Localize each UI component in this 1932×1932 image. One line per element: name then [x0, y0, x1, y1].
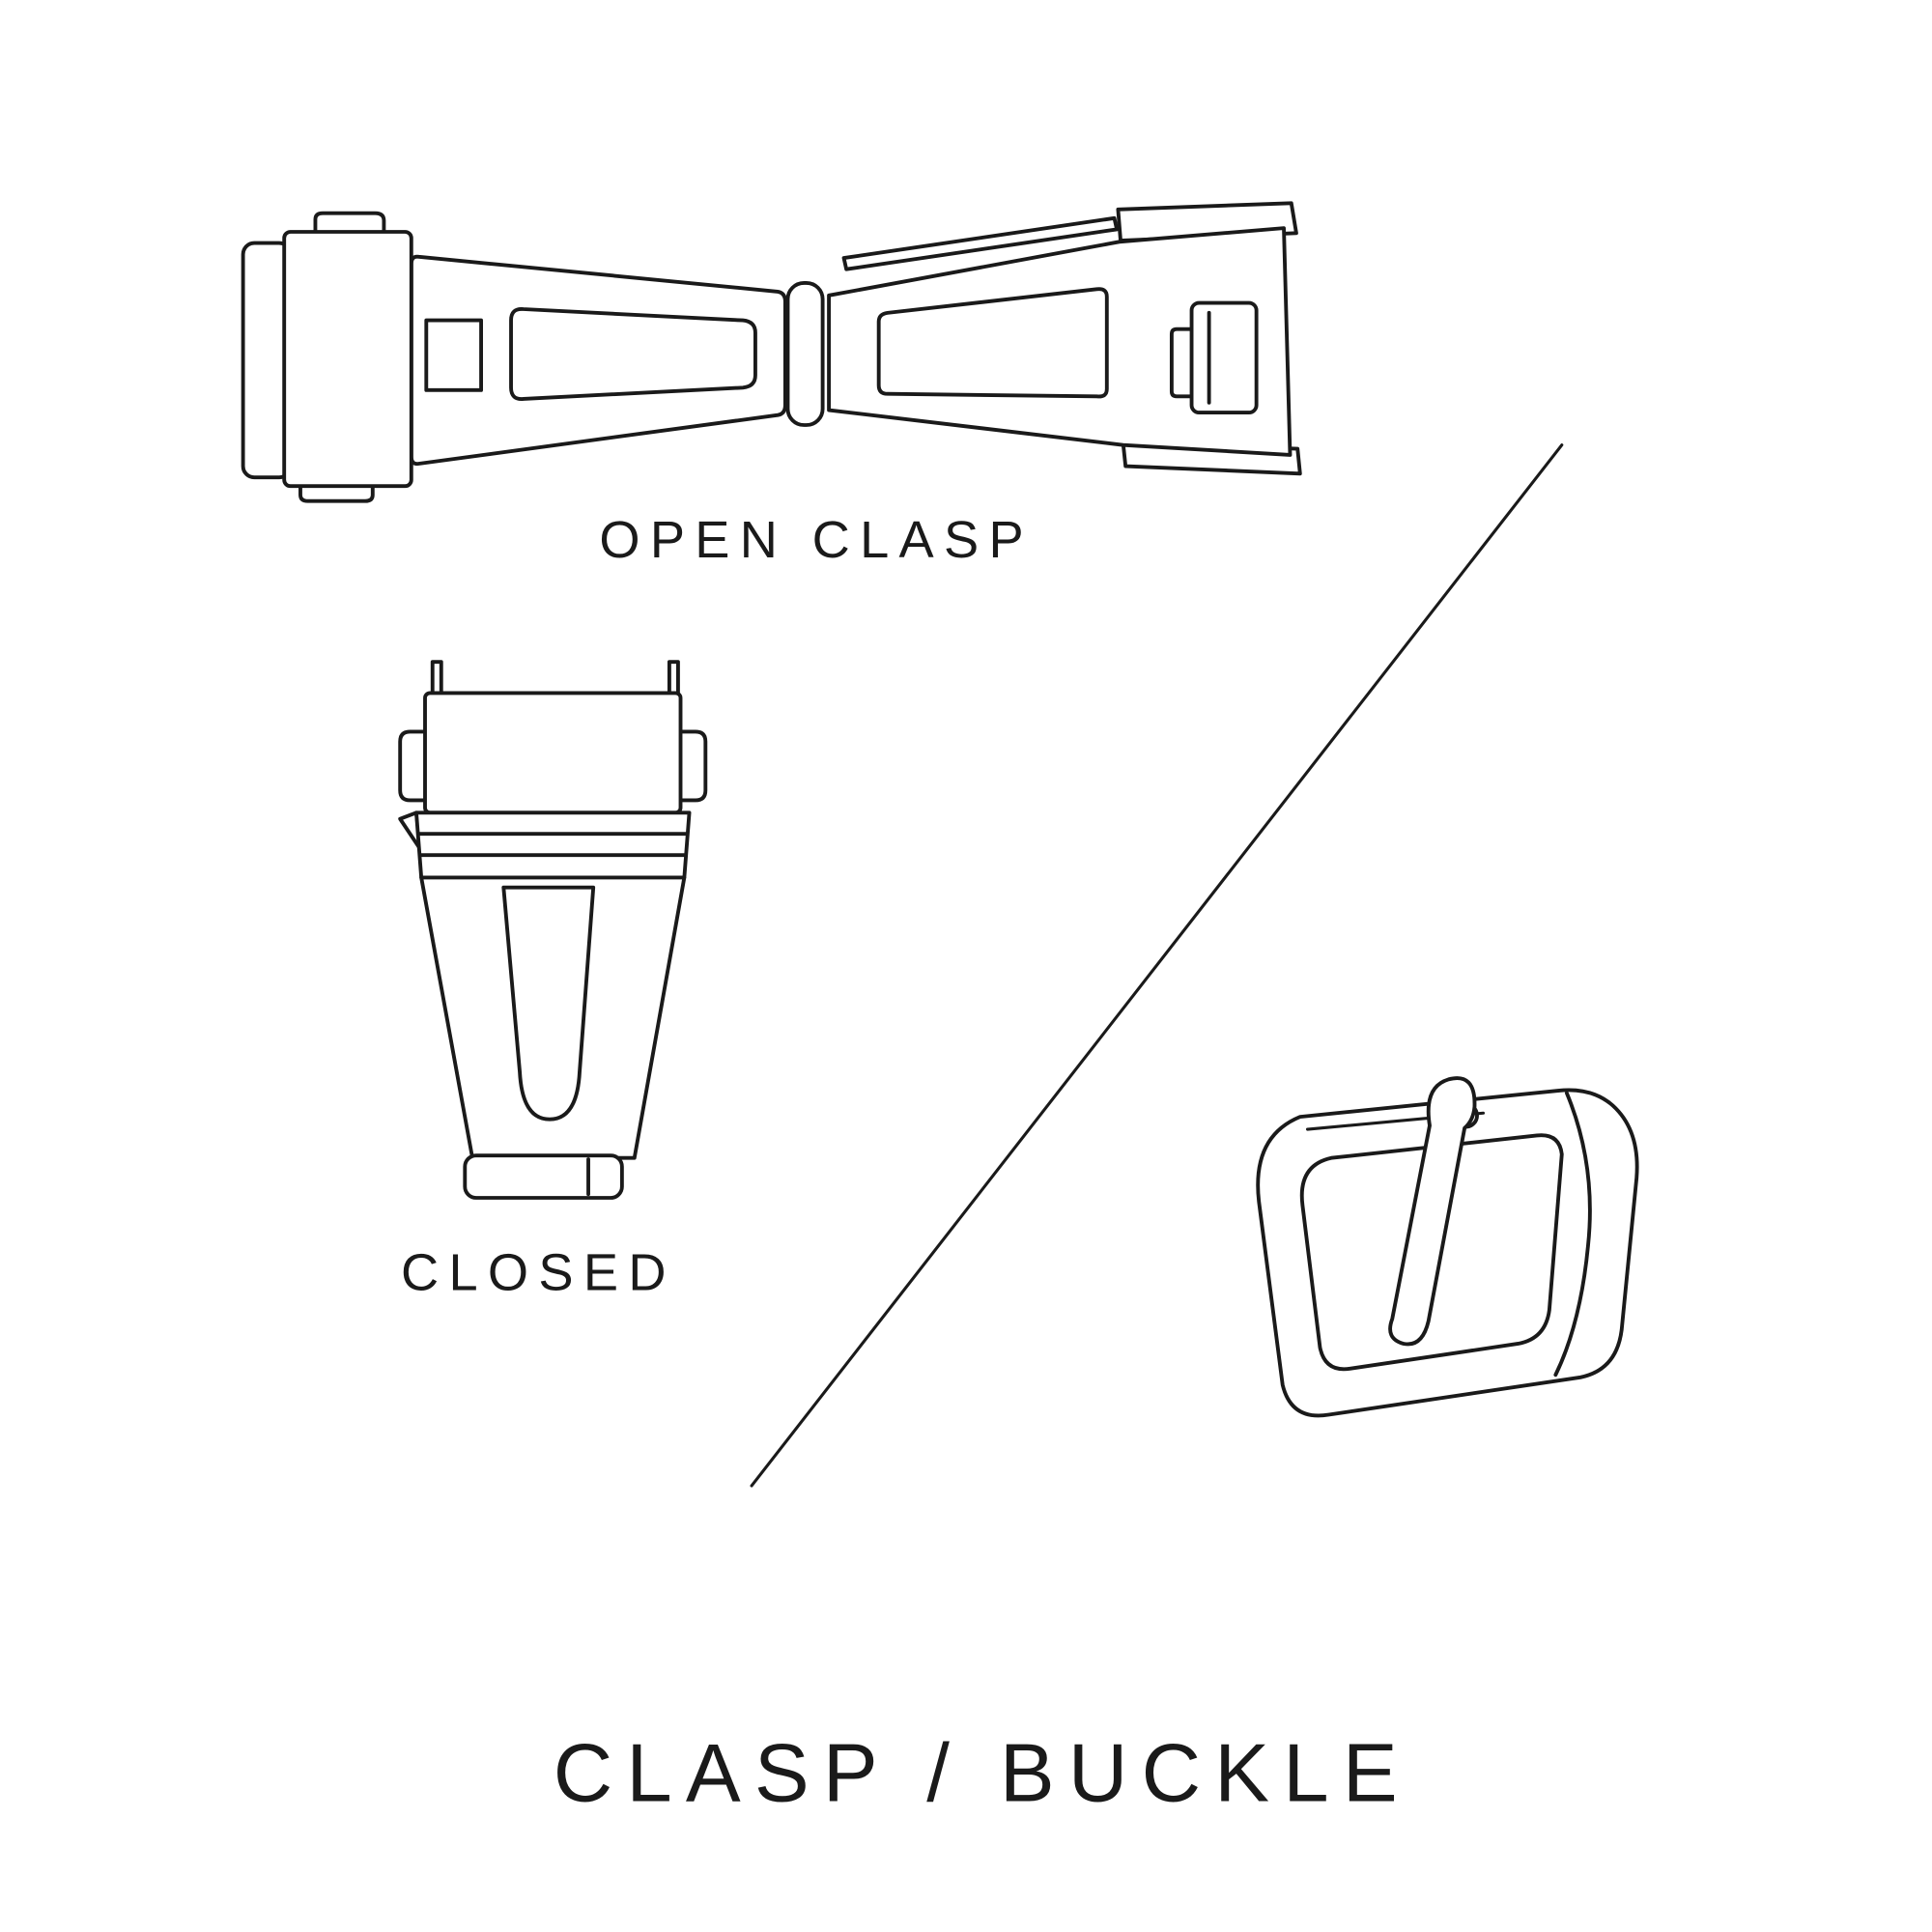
open-clasp-catch [1189, 300, 1259, 415]
closed-clasp-illustration [398, 660, 708, 1200]
open-clasp-fold-strip [841, 215, 1120, 271]
open-clasp-right-inner-outline [876, 287, 1109, 399]
page-title: CLASP / BUCKLE [554, 1728, 1411, 1820]
closed-clasp-body [419, 875, 687, 1160]
closed-clasp-top-block [423, 691, 683, 815]
open-clasp-illustration [241, 201, 1302, 503]
tang-buckle-illustration [1256, 1076, 1639, 1418]
divider-line [750, 443, 1564, 1488]
closed-clasp-ear-right [676, 729, 708, 803]
closed-clasp-band [414, 810, 692, 880]
open-clasp-right-strap [827, 226, 1293, 457]
open-clasp-label: OPEN CLASP [599, 511, 1034, 569]
buckle-tongue [1388, 1076, 1477, 1347]
open-clasp-hinge [785, 280, 825, 427]
open-clasp-cover-block [282, 230, 413, 489]
buckle-edge-thickness [1553, 1091, 1592, 1378]
closed-clasp-bottom-bar [463, 1153, 624, 1200]
closed-clasp-inner-outline [501, 885, 596, 1122]
closed-clasp-ear-left [398, 729, 430, 803]
open-clasp-pusher-notch [424, 318, 483, 392]
closed-label: CLOSED [401, 1243, 676, 1301]
open-clasp-left-inner-outline [509, 306, 757, 401]
